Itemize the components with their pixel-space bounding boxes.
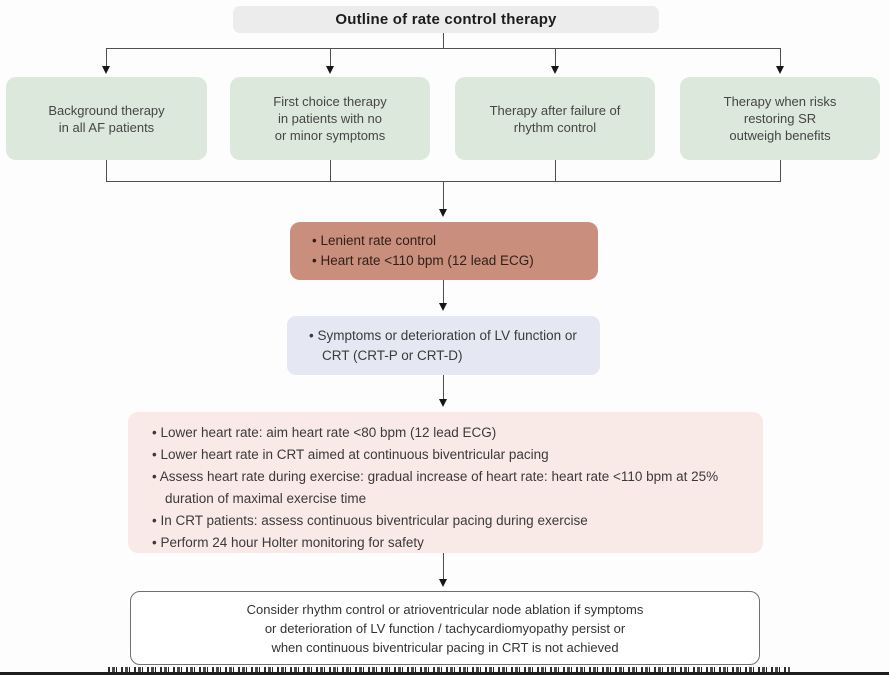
connector-down-2 xyxy=(330,160,331,181)
bullet-item: Lower heart rate in CRT aimed at continu… xyxy=(152,444,737,466)
bullet-item: Symptoms or deterioration of LV function… xyxy=(309,326,586,366)
arrowhead-to-symptoms xyxy=(438,303,447,311)
bullet-item: Heart rate <110 bpm (12 lead ECG) xyxy=(312,251,588,271)
connector-to-symptoms xyxy=(443,280,444,304)
bullet-item: Lenient rate control xyxy=(312,231,588,251)
arrowhead-branch-2 xyxy=(325,66,334,74)
connector-down-3 xyxy=(555,160,556,181)
connector-down-4 xyxy=(780,160,781,181)
branch-box-after-rhythm-failure: Therapy after failure of rhythm control xyxy=(455,77,655,160)
symptoms-bullet-list: Symptoms or deterioration of LV function… xyxy=(309,326,586,366)
arrowhead-branch-4 xyxy=(775,66,784,74)
bullet-item: Lower heart rate: aim heart rate <80 bpm… xyxy=(152,422,737,444)
consider-rhythm-control-box: Consider rhythm control or atrioventricu… xyxy=(130,591,760,665)
lenient-rate-control-box: Lenient rate control Heart rate <110 bpm… xyxy=(290,222,598,280)
arrowhead-branch-1 xyxy=(101,66,110,74)
bullet-item: Perform 24 hour Holter monitoring for sa… xyxy=(152,532,737,554)
connector-branch-4 xyxy=(780,48,781,67)
connector-title-stub xyxy=(443,33,444,48)
branch-box-first-choice: First choice therapy in patients with no… xyxy=(230,77,430,160)
strict-bullet-list: Lower heart rate: aim heart rate <80 bpm… xyxy=(152,422,737,554)
arrowhead-to-consider xyxy=(438,579,447,587)
connector-branch-2 xyxy=(330,48,331,67)
connector-top-horizontal xyxy=(106,48,781,49)
arrowhead-to-strict xyxy=(438,399,447,407)
connector-down-1 xyxy=(106,160,107,181)
arrowhead-branch-3 xyxy=(550,66,559,74)
lenient-bullet-list: Lenient rate control Heart rate <110 bpm… xyxy=(312,231,588,271)
flowchart-title: Outline of rate control therapy xyxy=(233,6,659,33)
arrowhead-to-lenient xyxy=(438,209,447,217)
branch-box-background-therapy: Background therapy in all AF patients xyxy=(6,77,207,160)
connector-branch-1 xyxy=(106,48,107,67)
strict-rate-control-box: Lower heart rate: aim heart rate <80 bpm… xyxy=(128,412,763,553)
bullet-item: In CRT patients: assess continuous biven… xyxy=(152,510,737,532)
bottom-edge-line xyxy=(0,672,889,675)
cropped-caption-text xyxy=(108,667,790,673)
branch-box-risks-outweigh: Therapy when risks restoring SR outweigh… xyxy=(680,77,880,160)
symptoms-deterioration-box: Symptoms or deterioration of LV function… xyxy=(287,316,600,375)
connector-to-lenient xyxy=(443,181,444,210)
connector-to-consider xyxy=(443,553,444,580)
connector-to-strict xyxy=(443,375,444,400)
connector-branch-3 xyxy=(555,48,556,67)
bullet-item: Assess heart rate during exercise: gradu… xyxy=(152,466,737,510)
